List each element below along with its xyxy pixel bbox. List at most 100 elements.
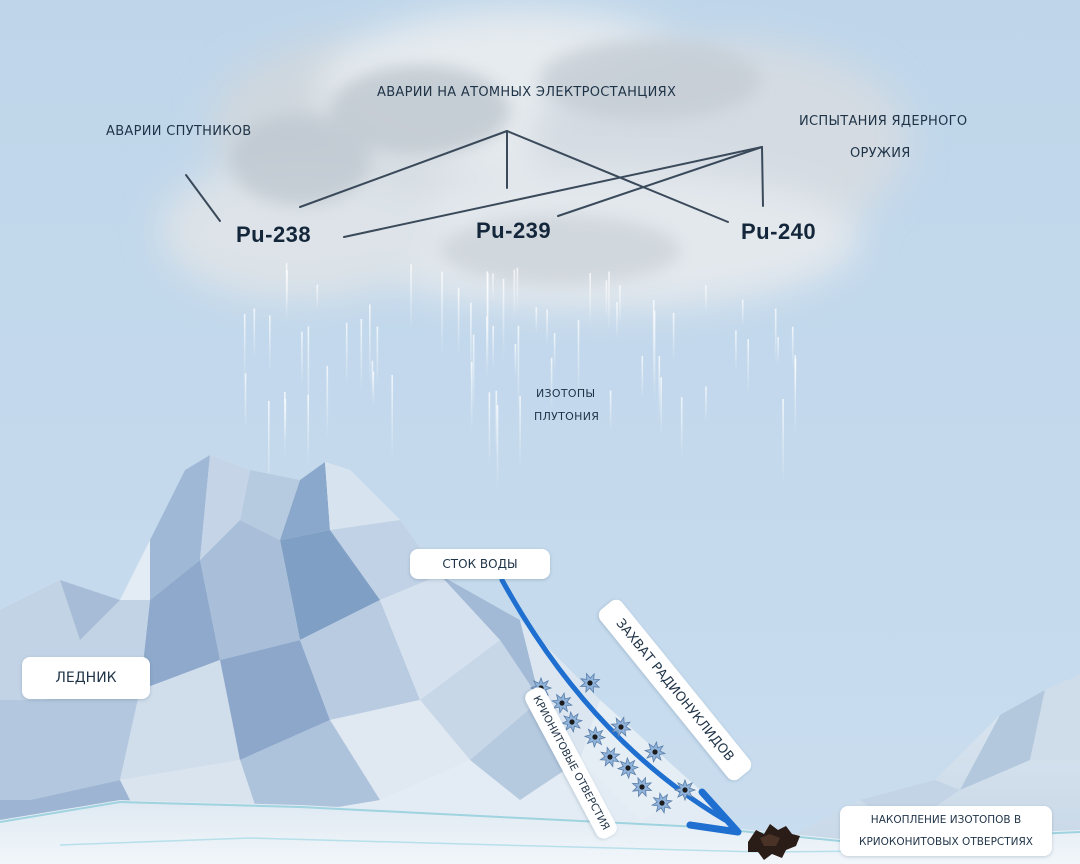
rain-streak <box>735 330 737 373</box>
cryoconite-hole <box>551 692 573 714</box>
rain-streak <box>391 375 393 461</box>
weapons-to-pu238-line <box>343 146 763 238</box>
rain-streak <box>609 390 612 432</box>
rain-label-line1: ИЗОТОПЫ <box>536 387 596 400</box>
rain-streak <box>369 304 371 385</box>
cryoconite-hole <box>631 776 653 798</box>
cryoconite-hole <box>599 746 621 768</box>
rain-streak <box>774 308 777 365</box>
weapons-to-pu240-line <box>761 146 764 207</box>
rain-streak <box>243 314 246 380</box>
rain-streak <box>441 271 443 359</box>
rain-streak <box>782 399 784 485</box>
rain-streak <box>410 264 412 332</box>
source-satellite-accidents: АВАРИИ СПУТНИКОВ <box>106 124 252 139</box>
rain-streak <box>619 285 621 325</box>
rain-streak <box>345 322 348 387</box>
isotope-pu239: Pu-239 <box>476 218 552 243</box>
rain-streak <box>492 273 494 302</box>
runoff-label: СТОК ВОДЫ <box>410 549 550 579</box>
rain-streak <box>546 309 548 346</box>
npp-to-pu240-line <box>506 130 729 223</box>
rain-streak <box>577 320 580 399</box>
rain-streak <box>794 358 797 395</box>
rain-streak <box>502 278 505 360</box>
runoff-arrowhead <box>686 788 742 836</box>
rain-streak <box>658 356 661 420</box>
rain-streak <box>553 333 556 371</box>
rain-streak <box>513 269 516 320</box>
rain-streak <box>301 331 303 386</box>
rain-streak <box>495 390 498 457</box>
cryoconite-hole <box>560 710 584 734</box>
cryoconite-hole <box>610 716 632 738</box>
rain-streak <box>496 405 499 493</box>
isotope-pu240: Pu-240 <box>741 219 817 244</box>
cryoconite-hole <box>651 792 673 814</box>
rain-streak <box>777 337 779 365</box>
weapons-to-pu239-line <box>557 146 763 217</box>
rain-streak <box>589 273 591 327</box>
rain-streak <box>486 271 489 365</box>
rain-streak <box>514 344 517 378</box>
rain-streak <box>680 397 683 461</box>
cryoconite-hole <box>673 778 697 802</box>
cryoconite-hole <box>583 725 607 749</box>
rain-streak <box>747 339 749 394</box>
rain-streak <box>244 373 247 430</box>
rain-streak <box>284 398 287 441</box>
rain-streak <box>253 308 256 359</box>
rain-streak <box>516 267 519 313</box>
rain-streak <box>316 284 319 310</box>
rain-streak <box>605 280 608 322</box>
rain-streak <box>660 377 662 438</box>
rain-streak <box>470 302 472 383</box>
cloud-shading <box>230 40 760 285</box>
cryoconite-hole <box>616 756 640 780</box>
source-npp-accidents: АВАРИИ НА АТОМНЫХ ЭЛЕКТРОСТАНЦИЯХ <box>377 85 677 100</box>
rain-streak <box>705 386 707 422</box>
rain-streak <box>608 271 610 332</box>
isotope-pu238: Pu-238 <box>236 222 312 247</box>
rain-streak <box>616 302 618 339</box>
accumulation-label: НАКОПЛЕНИЕ ИЗОТОПОВ В КРИОКОНИТОВЫХ ОТВЕ… <box>840 806 1052 856</box>
cryoconite-hole <box>643 740 667 764</box>
rain-streak <box>517 325 520 410</box>
rain-streak <box>550 357 553 411</box>
cryoconite-accumulation <box>748 824 800 860</box>
rain-streaks <box>243 263 797 494</box>
cryoconite-holes <box>529 672 697 814</box>
rain-streak <box>488 392 491 468</box>
rain-streak <box>641 355 644 400</box>
rain-streak <box>457 287 460 359</box>
source-weapons-tests-line2: ОРУЖИЯ <box>850 146 911 161</box>
rain-streak <box>269 315 271 374</box>
rain-streak <box>492 325 494 370</box>
source-weapons-tests-line1: ИСПЫТАНИЯ ЯДЕРНОГО <box>799 114 968 129</box>
rain-streak <box>371 360 374 397</box>
rain-streak <box>519 396 521 469</box>
rain-streak <box>472 334 475 409</box>
rain-streak <box>307 326 310 419</box>
rain-streak <box>286 270 288 309</box>
rain-streak <box>470 362 473 433</box>
rain-streak <box>672 312 675 363</box>
accumulation-label-line2: КРИОКОНИТОВЫХ ОТВЕРСТИЯХ <box>859 836 1033 848</box>
cryoconite-hole <box>579 672 601 694</box>
rain-streak <box>653 310 656 401</box>
rain-streak <box>268 400 270 494</box>
npp-to-pu238-line <box>299 130 508 208</box>
satellite-to-pu238-line <box>185 174 221 222</box>
rain-streak <box>652 300 655 392</box>
rain-streak <box>794 355 796 439</box>
rain-streak <box>360 319 363 392</box>
accumulation-label-line1: НАКОПЛЕНИЕ ИЗОТОПОВ В <box>870 814 1022 826</box>
rain-label-line2: ПЛУТОНИЯ <box>534 410 600 423</box>
rain-streak <box>326 366 329 440</box>
rain-streak <box>372 371 375 406</box>
glacier-label: ЛЕДНИК <box>22 657 150 699</box>
rain-streak <box>791 326 794 369</box>
